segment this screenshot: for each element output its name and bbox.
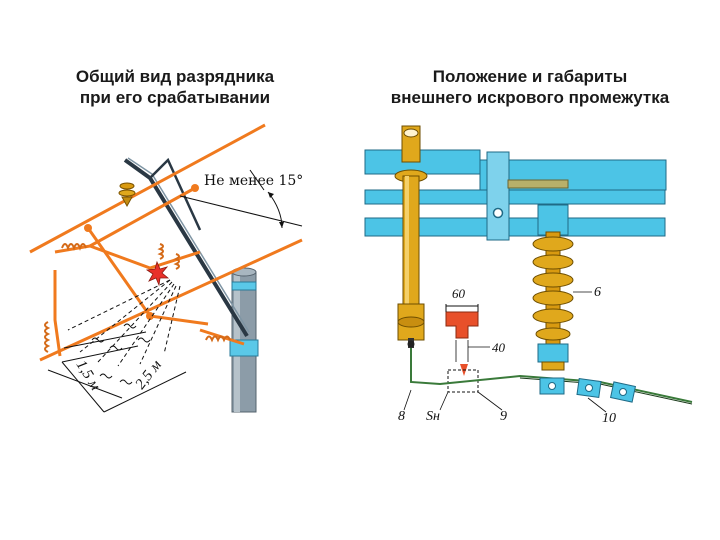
spark-icon (145, 260, 170, 287)
angle-label: Не менее 15° (204, 173, 303, 189)
leader-lines (403, 291, 607, 413)
crossarm-lower (364, 189, 666, 205)
angle-marker (179, 169, 303, 229)
left-title-line2: при его срабатывании (79, 88, 271, 107)
crossarm-upper (364, 149, 481, 175)
right-title: Положение и габариты внешнего искрового … (345, 66, 715, 108)
label-10: 10 (602, 411, 616, 426)
discharge-rays (67, 279, 181, 367)
dim-height-label: 40 (492, 340, 506, 355)
bolt (492, 207, 504, 219)
label-9: 9 (500, 409, 507, 424)
dim-inner-label: 1,5 м (73, 358, 104, 394)
small-insulator (118, 182, 136, 208)
label-8: 8 (398, 409, 405, 424)
discharger-rod-gold (394, 125, 428, 348)
dim-outer-label: 2,5 м (133, 357, 166, 392)
left-diagram: Не менее 15° 1,5 м 2,5 м (29, 123, 303, 413)
label-6: 6 (594, 285, 601, 300)
wire-nodes (84, 184, 199, 320)
gap-template (445, 304, 490, 376)
dim-width-label: 60 (452, 286, 466, 301)
dimension-lines (47, 331, 187, 413)
coil-springs (44, 243, 231, 353)
right-title-line2: внешнего искрового промежутка (390, 88, 670, 107)
left-title: Общий вид разрядника при его срабатывани… (20, 66, 330, 108)
wires (29, 123, 303, 362)
right-title-line1: Положение и габариты (432, 67, 628, 86)
label-sn: Sн (426, 409, 440, 424)
bracket-plate (486, 151, 510, 241)
clamps (539, 377, 637, 403)
pole-band (229, 339, 259, 357)
right-diagram: 60 40 6 8 Sн 9 10 (364, 125, 693, 426)
insulator (532, 204, 574, 371)
left-title-line1: Общий вид разрядника (75, 67, 275, 86)
